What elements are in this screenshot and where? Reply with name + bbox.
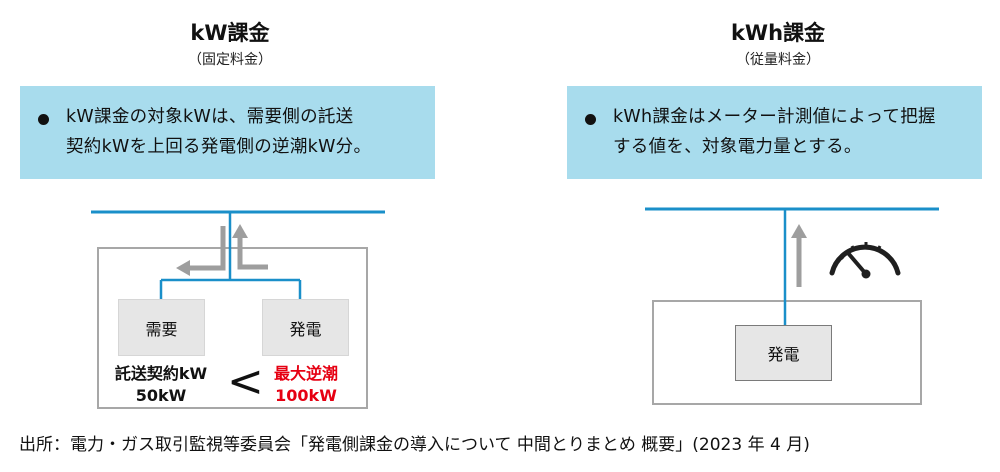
reverse-flow-arrowhead	[232, 224, 248, 238]
bullet-icon	[38, 114, 49, 125]
max-reverse-flow-label-line: 最大逆潮	[273, 364, 338, 383]
left-description-line: 契約kWを上回る発電側の逆潮kW分。	[66, 137, 372, 157]
to-demand-arrowhead	[176, 260, 190, 276]
right-title: kWh課金	[730, 21, 826, 45]
right-description-box: kWh課金はメーター計測値によって把握 する値を、対象電力量とする。	[567, 86, 982, 179]
right-subtitle: （従量料金）	[736, 52, 820, 68]
right-generation-node: 発電	[735, 325, 832, 381]
contract-kw-value: 50kW	[135, 386, 187, 405]
right-description-line: する値を、対象電力量とする。	[613, 137, 862, 157]
left-customer-frame	[97, 247, 368, 409]
less-than-symbol: <	[227, 356, 264, 407]
reverse-flow-arrow	[237, 236, 268, 270]
contract-kw-label: 託送契約kW 50kW	[101, 363, 221, 407]
left-title: kW課金	[190, 21, 270, 45]
meter-gauge-icon	[829, 242, 901, 279]
to-demand-arrow	[188, 226, 226, 271]
source-citation: 出所：電力・ガス取引監視等委員会「発電側課金の導入について 中間とりまとめ 概要…	[19, 435, 810, 455]
right-flow-arrowhead	[791, 224, 807, 238]
contract-kw-label-line: 託送契約kW	[114, 364, 208, 383]
demand-node: 需要	[118, 299, 205, 356]
max-reverse-flow-label: 最大逆潮 100kW	[260, 363, 352, 407]
left-description-line: kW課金の対象kWは、需要側の託送	[66, 107, 354, 127]
left-description-box: kW課金の対象kWは、需要側の託送 契約kWを上回る発電側の逆潮kW分。	[20, 86, 435, 179]
bullet-icon	[585, 114, 596, 125]
right-description-line: kWh課金はメーター計測値によって把握	[613, 107, 936, 127]
left-generation-node: 発電	[262, 299, 349, 356]
left-subtitle: （固定料金）	[188, 52, 272, 68]
max-reverse-flow-value: 100kW	[275, 386, 337, 405]
right-customer-frame	[652, 300, 922, 405]
